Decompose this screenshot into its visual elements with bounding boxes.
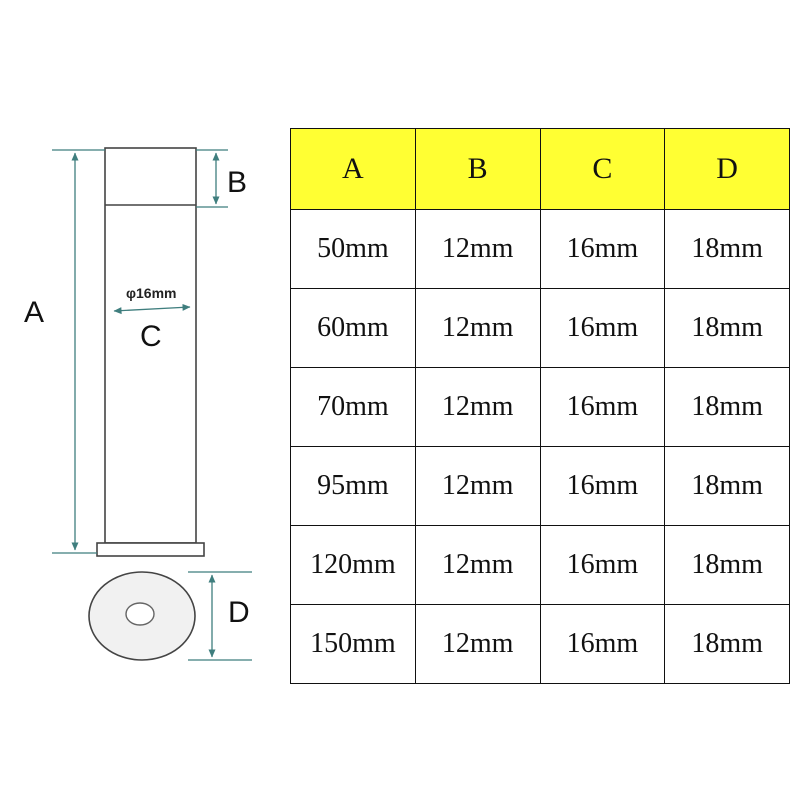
table-row: 120mm 12mm 16mm 18mm xyxy=(290,525,790,605)
cell-a: 70mm xyxy=(290,367,416,447)
cell-d: 18mm xyxy=(664,525,790,605)
dimension-table-header: A B C D xyxy=(290,128,790,210)
cell-c: 16mm xyxy=(539,604,666,684)
cell-b: 12mm xyxy=(414,288,541,368)
table-row: 95mm 12mm 16mm 18mm xyxy=(290,446,790,526)
table-row: 150mm 12mm 16mm 18mm xyxy=(290,604,790,684)
cell-b: 12mm xyxy=(414,525,541,605)
dim-c-label: C xyxy=(140,320,162,353)
table-row: 70mm 12mm 16mm 18mm xyxy=(290,367,790,447)
cell-c: 16mm xyxy=(539,209,666,289)
diameter-note: φ16mm xyxy=(126,285,176,301)
cell-a: 120mm xyxy=(290,525,416,605)
cell-a: 150mm xyxy=(290,604,416,684)
dim-c-arrow xyxy=(113,303,191,315)
cell-d: 18mm xyxy=(664,604,790,684)
dimension-diagram: A B φ16mm C D xyxy=(24,147,252,661)
dimension-table: A B C D 50mm 12mm 16mm 18mm 60mm 12mm 16… xyxy=(290,128,790,684)
dimension-table-body: 50mm 12mm 16mm 18mm 60mm 12mm 16mm 18mm … xyxy=(290,209,790,684)
base-hole xyxy=(125,602,155,626)
table-row: 60mm 12mm 16mm 18mm xyxy=(290,288,790,368)
cell-d: 18mm xyxy=(664,446,790,526)
cell-b: 12mm xyxy=(414,446,541,526)
dim-a-label: A xyxy=(24,296,44,329)
cylinder-body xyxy=(104,147,197,544)
cell-a: 60mm xyxy=(290,288,416,368)
cell-b: 12mm xyxy=(414,367,541,447)
header-cell-d: D xyxy=(664,128,790,210)
cylinder-flange xyxy=(96,542,205,557)
cell-c: 16mm xyxy=(539,446,666,526)
dim-d-label: D xyxy=(228,596,250,629)
header-cell-a: A xyxy=(290,128,416,210)
cell-b: 12mm xyxy=(414,604,541,684)
cell-c: 16mm xyxy=(539,367,666,447)
header-cell-c: C xyxy=(539,128,666,210)
cell-d: 18mm xyxy=(664,288,790,368)
cell-b: 12mm xyxy=(414,209,541,289)
cell-c: 16mm xyxy=(539,288,666,368)
table-row: 50mm 12mm 16mm 18mm xyxy=(290,209,790,289)
dim-b-label: B xyxy=(227,166,247,199)
cell-d: 18mm xyxy=(664,209,790,289)
cell-c: 16mm xyxy=(539,525,666,605)
header-cell-b: B xyxy=(414,128,541,210)
table-header-row: A B C D xyxy=(290,128,790,210)
cell-a: 95mm xyxy=(290,446,416,526)
cell-d: 18mm xyxy=(664,367,790,447)
cell-a: 50mm xyxy=(290,209,416,289)
